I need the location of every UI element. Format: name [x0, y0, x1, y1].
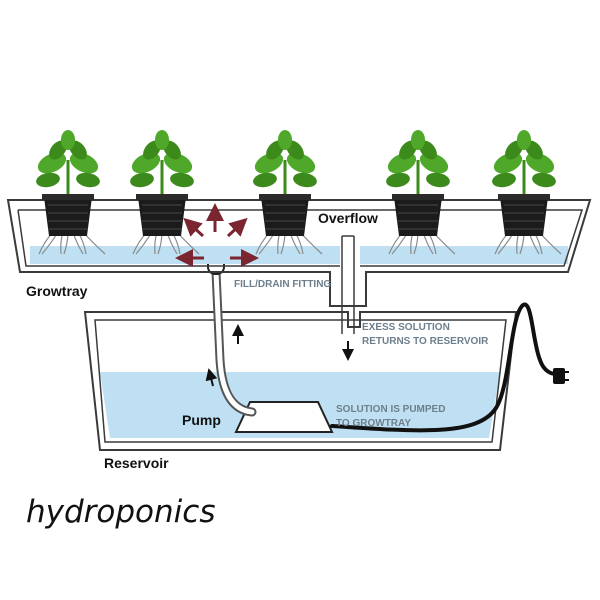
net-pot: [261, 197, 309, 236]
pump-body: [234, 401, 334, 433]
plants: [36, 130, 562, 255]
net-pot: [44, 197, 92, 236]
net-pot: [394, 197, 442, 236]
plant: [386, 130, 456, 255]
excess-solution-label-line1: EXESS SOLUTION: [362, 322, 450, 333]
overflow-label: Overflow: [318, 210, 378, 226]
pump-power-cable: [330, 302, 569, 433]
fill-drain-fitting-label: FILL/DRAIN FITTING: [234, 279, 331, 290]
plant-leaves: [386, 130, 450, 188]
net-pot: [138, 197, 186, 236]
pump-label: Pump: [182, 412, 221, 428]
fill-flow-arrows: [175, 203, 259, 267]
plant-leaves: [492, 130, 556, 188]
reservoir-tank: [83, 311, 518, 451]
plant: [253, 130, 323, 255]
plant: [492, 130, 562, 255]
reservoir-inner-wall: [94, 319, 507, 443]
excess-solution-label-line2: RETURNS TO RESERVOIR: [362, 336, 489, 347]
power-plug: [553, 368, 565, 384]
overflow-pipe: [341, 235, 355, 334]
growtray-label: Growtray: [26, 283, 88, 299]
plant-leaves: [253, 130, 317, 188]
plant: [130, 130, 200, 255]
pump: [207, 249, 334, 433]
solution-pumped-label-line1: SOLUTION IS PUMPED: [336, 404, 445, 415]
direction-arrows: [205, 324, 354, 387]
growtray-water-left: [30, 246, 340, 264]
plant-leaves: [36, 130, 100, 188]
plant-leaves: [130, 130, 194, 188]
growtray-outline: [6, 199, 592, 307]
growtray-water-right: [360, 246, 568, 264]
solution-pumped-label-line2: TO GROWTRAY: [336, 418, 411, 429]
plant: [36, 130, 106, 255]
caption-title: hydroponics: [26, 494, 215, 530]
net-pot: [500, 197, 548, 236]
reservoir-label: Reservoir: [104, 455, 169, 471]
